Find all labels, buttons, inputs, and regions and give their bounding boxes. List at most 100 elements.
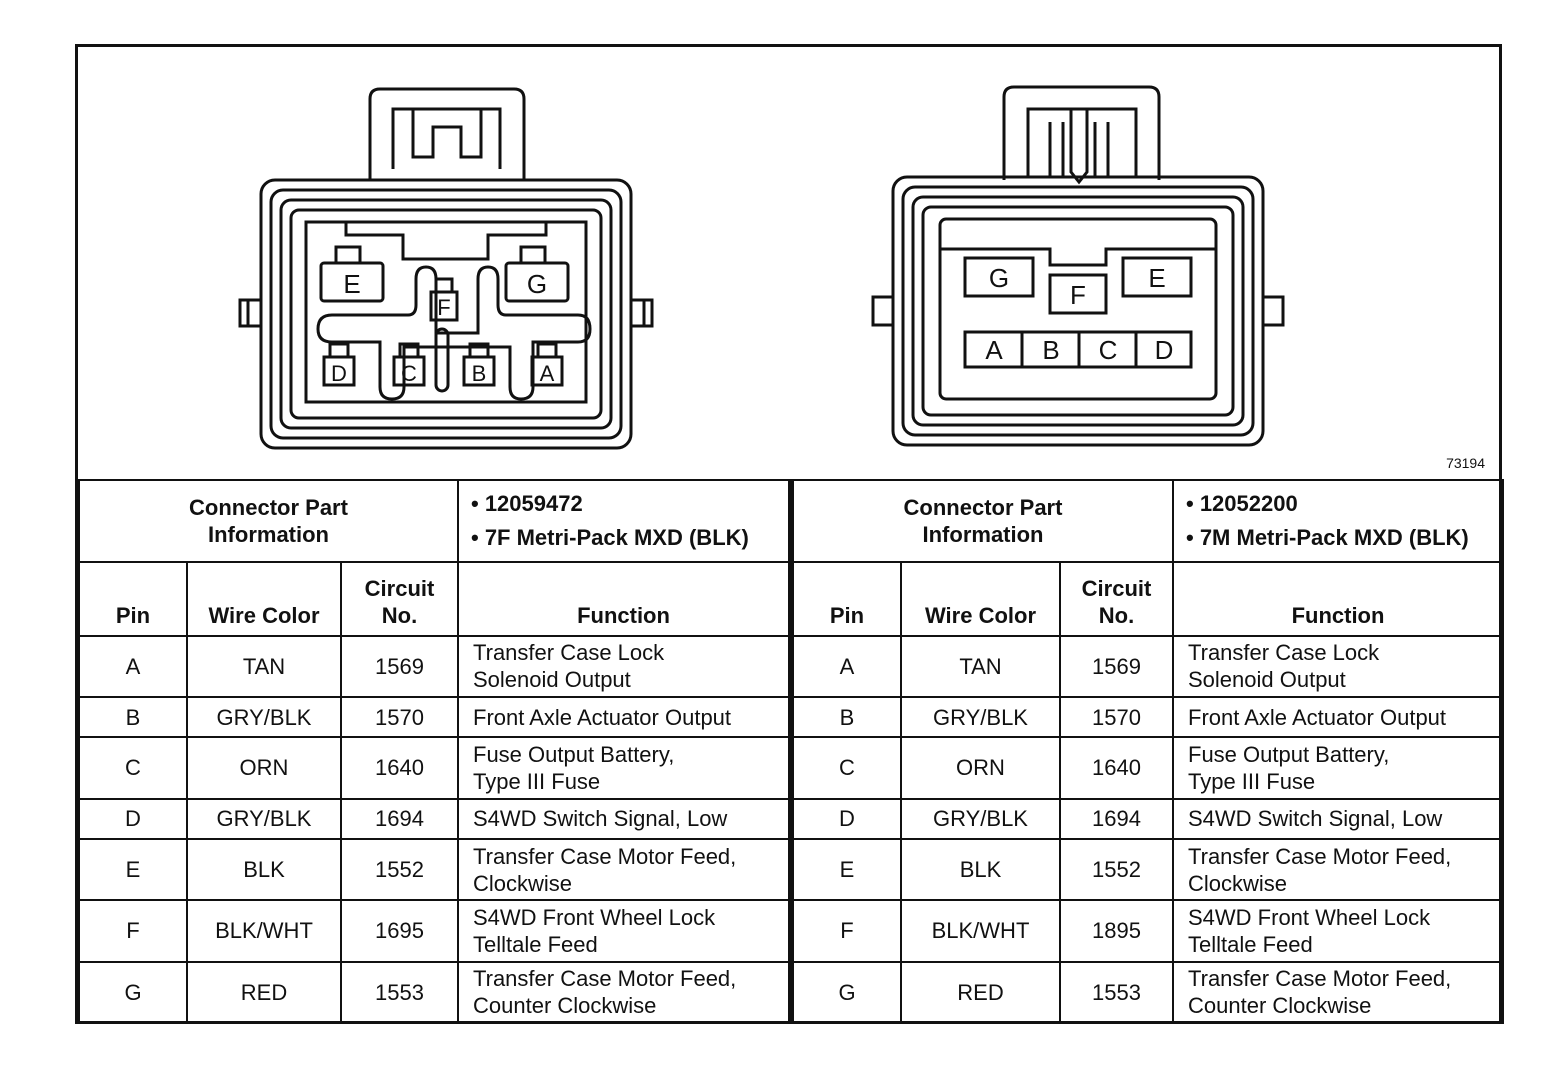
function-line1: Transfer Case Motor Feed, bbox=[1188, 966, 1452, 992]
pin-cell: A bbox=[78, 634, 188, 698]
function-line2: Telltale Feed bbox=[473, 931, 598, 957]
col-circuit-line1: Circuit bbox=[364, 575, 435, 601]
connector-info-values: • 12052200 • 7M Metri-Pack MXD (BLK) bbox=[1172, 479, 1504, 563]
function-cell: Front Axle Actuator Output bbox=[457, 695, 790, 739]
function-cell: Transfer Case Motor Feed,Clockwise bbox=[457, 837, 790, 902]
info-label-line1: Connector Part bbox=[189, 494, 348, 520]
function-cell: Transfer Case Motor Feed,Counter Clockwi… bbox=[1172, 960, 1504, 1025]
function-line1: S4WD Front Wheel Lock bbox=[1188, 904, 1431, 930]
right-cavity-g: G bbox=[989, 263, 1009, 293]
pin-cell: C bbox=[792, 736, 902, 800]
wire-color-cell: TAN bbox=[900, 634, 1061, 698]
function-line2: Solenoid Output bbox=[473, 667, 631, 693]
pin-cell: D bbox=[792, 797, 902, 840]
col-circuit-line1: Circuit bbox=[1081, 575, 1152, 601]
circuit-cell: 1570 bbox=[1059, 695, 1174, 739]
function-line2: Telltale Feed bbox=[1188, 931, 1313, 957]
figure-reference-number: 73194 bbox=[1446, 455, 1485, 471]
left-cavity-a: A bbox=[540, 361, 555, 386]
function-line1: Transfer Case Motor Feed, bbox=[473, 966, 737, 992]
circuit-cell: 1569 bbox=[1059, 634, 1174, 698]
column-header-row: Pin Wire Color Circuit No. Function bbox=[78, 560, 790, 637]
function-cell: Transfer Case Motor Feed,Clockwise bbox=[1172, 837, 1504, 902]
pin-cell: E bbox=[792, 837, 902, 902]
function-line2: Type III Fuse bbox=[473, 768, 601, 794]
circuit-cell: 1552 bbox=[340, 837, 459, 902]
connector-info-row: Connector Part Information • 12052200 • … bbox=[792, 479, 1504, 563]
wire-color-cell: BLK/WHT bbox=[186, 899, 342, 963]
wire-color-cell: GRY/BLK bbox=[900, 797, 1061, 840]
col-circuit-header: Circuit No. bbox=[340, 560, 459, 637]
left-cavity-d: D bbox=[331, 361, 347, 386]
right-connector-table: Connector Part Information • 12052200 • … bbox=[790, 479, 1504, 1025]
circuit-cell: 1640 bbox=[340, 736, 459, 800]
pin-cell: A bbox=[792, 634, 902, 698]
left-connector-drawing bbox=[238, 87, 654, 450]
circuit-cell: 1569 bbox=[340, 634, 459, 698]
pin-cell: E bbox=[78, 837, 188, 902]
wire-color-cell: RED bbox=[900, 960, 1061, 1025]
col-wire-header: Wire Color bbox=[186, 560, 342, 637]
right-cavity-b: B bbox=[1042, 335, 1059, 365]
left-cavity-b: B bbox=[472, 361, 487, 386]
pin-cell: G bbox=[78, 960, 188, 1025]
circuit-cell: 1553 bbox=[1059, 960, 1174, 1025]
function-line1: Fuse Output Battery, bbox=[1188, 741, 1390, 767]
left-cavity-e: E bbox=[343, 269, 360, 299]
function-line2: Clockwise bbox=[473, 870, 573, 896]
function-line2: Type III Fuse bbox=[1188, 768, 1316, 794]
circuit-cell: 1694 bbox=[340, 797, 459, 840]
col-circuit-line2: No. bbox=[1098, 602, 1135, 628]
pin-cell: B bbox=[78, 695, 188, 739]
function-line2: Solenoid Output bbox=[1188, 667, 1346, 693]
function-line1: S4WD Switch Signal, Low bbox=[473, 806, 728, 832]
col-function-header: Function bbox=[457, 560, 790, 637]
part-number: • 12059472 bbox=[471, 490, 583, 516]
connector-info-values: • 12059472 • 7F Metri-Pack MXD (BLK) bbox=[457, 479, 790, 563]
function-line1: Front Axle Actuator Output bbox=[1188, 704, 1447, 730]
part-number: • 12052200 bbox=[1186, 490, 1298, 516]
function-cell: Transfer Case Motor Feed,Counter Clockwi… bbox=[457, 960, 790, 1025]
info-label-line2: Information bbox=[208, 521, 329, 547]
right-cavity-d: D bbox=[1155, 335, 1174, 365]
part-description: • 7M Metri-Pack MXD (BLK) bbox=[1186, 524, 1469, 550]
left-cavity-c: C bbox=[401, 361, 417, 386]
function-line2: Clockwise bbox=[1188, 870, 1288, 896]
right-cavity-e: E bbox=[1148, 263, 1165, 293]
wire-color-cell: GRY/BLK bbox=[186, 695, 342, 739]
col-wire-header: Wire Color bbox=[900, 560, 1061, 637]
connector-info-label: Connector Part Information bbox=[792, 479, 1174, 563]
circuit-cell: 1695 bbox=[340, 899, 459, 963]
info-label-line1: Connector Part bbox=[903, 494, 1063, 520]
col-circuit-line2: No. bbox=[381, 602, 418, 628]
connector-info-row: Connector Part Information • 12059472 • … bbox=[78, 479, 790, 563]
circuit-cell: 1553 bbox=[340, 960, 459, 1025]
left-connector-table: Connector Part Information • 12059472 • … bbox=[78, 479, 790, 1025]
function-line2: Counter Clockwise bbox=[473, 993, 657, 1019]
right-cavity-f: F bbox=[1070, 280, 1086, 310]
wire-color-cell: BLK bbox=[186, 837, 342, 902]
circuit-cell: 1694 bbox=[1059, 797, 1174, 840]
col-pin-header: Pin bbox=[792, 560, 902, 637]
wire-color-cell: RED bbox=[186, 960, 342, 1025]
function-cell: Fuse Output Battery,Type III Fuse bbox=[457, 736, 790, 800]
pin-cell: F bbox=[792, 899, 902, 963]
right-cavity-a: A bbox=[985, 335, 1003, 365]
function-line1: Transfer Case Motor Feed, bbox=[1188, 843, 1452, 869]
function-line1: Front Axle Actuator Output bbox=[473, 704, 732, 730]
function-line1: Transfer Case Motor Feed, bbox=[473, 843, 737, 869]
column-header-row: Pin Wire Color Circuit No. Function bbox=[792, 560, 1504, 637]
pin-cell: D bbox=[78, 797, 188, 840]
